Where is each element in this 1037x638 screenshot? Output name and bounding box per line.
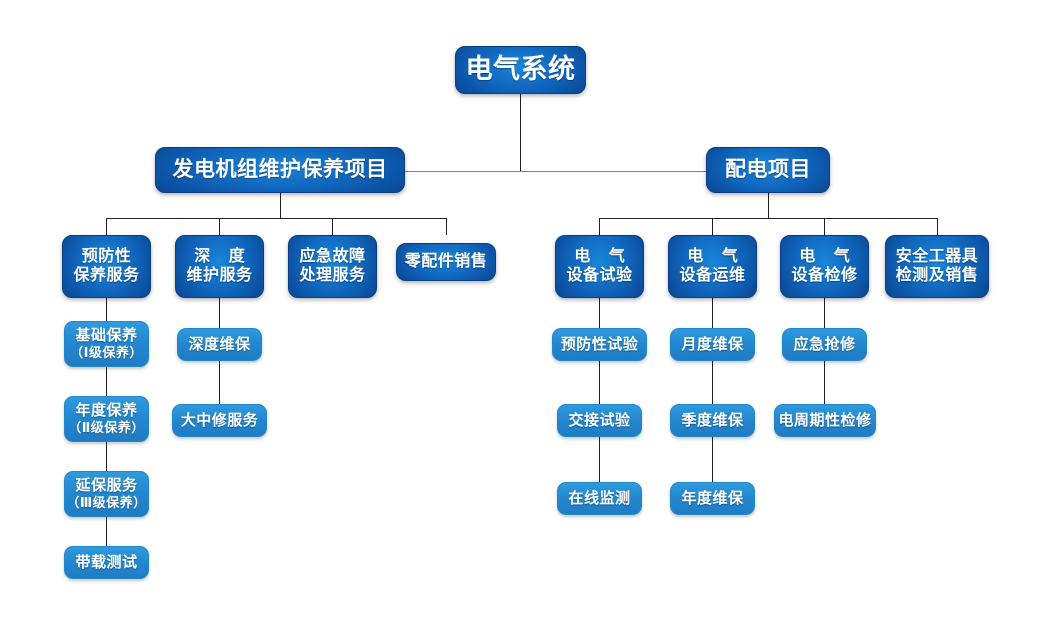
node-monthly-upkeep-line1: 月度维保: [681, 335, 744, 353]
node-branch-generator[interactable]: 发电机组维护保养项目: [155, 147, 405, 193]
node-equipment-overhaul-line2: 设备检修: [791, 266, 858, 284]
node-equipment-overhaul-line1: 电 气: [799, 247, 857, 265]
node-safety-tools[interactable]: 安全工器具 检测及销售: [885, 235, 989, 298]
connector-left-stem: [280, 193, 281, 218]
connector-right-drop-1: [599, 218, 600, 235]
node-deep-upkeep-line1: 深度维保: [188, 335, 251, 353]
node-parts-sales[interactable]: 零配件销售: [396, 243, 496, 281]
node-equipment-test-line2: 设备试验: [566, 266, 633, 284]
node-major-overhaul-service[interactable]: 大中修服务: [172, 404, 267, 437]
connector-left-drop-3: [332, 218, 333, 235]
connector-left-drop-1: [106, 218, 107, 235]
node-annual-care-line2: （Ⅱ级保养）: [68, 420, 145, 436]
node-preventive-care-line1: 预防性: [81, 247, 132, 265]
node-equipment-test-line1: 电 气: [574, 247, 632, 265]
node-basic-care[interactable]: 基础保养 （Ⅰ级保养）: [64, 321, 149, 367]
node-equipment-operation[interactable]: 电 气 设备运维: [668, 235, 757, 298]
node-emergency-fault-line2: 处理服务: [299, 266, 366, 284]
node-safety-tools-line2: 检测及销售: [895, 266, 979, 284]
node-annual-care[interactable]: 年度保养 （Ⅱ级保养）: [64, 396, 149, 442]
connector-left-bus: [106, 218, 446, 219]
node-preventive-test[interactable]: 预防性试验: [552, 328, 647, 361]
node-preventive-care[interactable]: 预防性 保养服务: [62, 235, 151, 298]
connector-chain-c6: [712, 298, 713, 482]
node-annual-care-line1: 年度保养: [75, 402, 138, 420]
node-deep-upkeep[interactable]: 深度维保: [177, 328, 262, 361]
connector-right-stem: [768, 193, 769, 218]
node-annual-upkeep-line1: 年度维保: [681, 489, 744, 507]
node-root[interactable]: 电气系统: [455, 46, 586, 94]
node-branch-generator-label: 发电机组维护保养项目: [172, 157, 388, 181]
node-online-monitoring-line1: 在线监测: [568, 489, 631, 507]
node-deep-maintenance-line1: 深 度: [194, 247, 252, 265]
connector-root-stem: [520, 93, 521, 171]
node-equipment-operation-line1: 电 气: [687, 247, 745, 265]
node-periodic-overhaul[interactable]: 电周期性检修: [774, 404, 876, 437]
node-branch-distribution[interactable]: 配电项目: [706, 147, 830, 193]
node-parts-sales-line1: 零配件销售: [404, 252, 488, 270]
node-safety-tools-line1: 安全工器具: [895, 247, 979, 265]
connector-right-drop-3: [824, 218, 825, 235]
node-handover-test[interactable]: 交接试验: [557, 404, 642, 437]
connector-right-drop-2: [712, 218, 713, 235]
node-basic-care-line1: 基础保养: [75, 327, 138, 345]
node-annual-upkeep[interactable]: 年度维保: [670, 482, 755, 515]
connector-chain-c5: [599, 298, 600, 482]
node-online-monitoring[interactable]: 在线监测: [557, 482, 642, 515]
node-preventive-test-line1: 预防性试验: [560, 335, 639, 353]
node-extended-warranty-line1: 延保服务: [75, 477, 138, 495]
node-deep-maintenance[interactable]: 深 度 维护服务: [175, 235, 264, 298]
node-equipment-test[interactable]: 电 气 设备试验: [555, 235, 644, 298]
node-equipment-overhaul[interactable]: 电 气 设备检修: [780, 235, 869, 298]
connector-left-drop-4: [446, 218, 447, 235]
node-deep-maintenance-line2: 维护服务: [186, 266, 253, 284]
node-emergency-repair-line1: 应急抢修: [793, 335, 856, 353]
node-quarterly-upkeep-line1: 季度维保: [681, 411, 744, 429]
node-emergency-fault[interactable]: 应急故障 处理服务: [288, 235, 377, 298]
node-equipment-operation-line2: 设备运维: [679, 266, 746, 284]
connector-left-drop-2: [219, 218, 220, 235]
connector-right-drop-4: [937, 218, 938, 235]
connector-right-bus: [599, 218, 937, 219]
node-quarterly-upkeep[interactable]: 季度维保: [670, 404, 755, 437]
node-emergency-repair[interactable]: 应急抢修: [782, 328, 867, 361]
node-major-overhaul-service-line1: 大中修服务: [180, 411, 259, 429]
node-root-label: 电气系统: [465, 54, 576, 85]
node-handover-test-line1: 交接试验: [568, 411, 631, 429]
node-monthly-upkeep[interactable]: 月度维保: [670, 328, 755, 361]
node-preventive-care-line2: 保养服务: [73, 266, 140, 284]
node-load-test[interactable]: 带载测试: [64, 546, 149, 579]
node-load-test-line1: 带载测试: [75, 553, 138, 571]
node-extended-warranty[interactable]: 延保服务 （Ⅲ级保养）: [64, 471, 149, 517]
node-basic-care-line2: （Ⅰ级保养）: [70, 345, 143, 361]
node-emergency-fault-line1: 应急故障: [299, 247, 366, 265]
connector-level2-bar: [280, 171, 730, 172]
node-extended-warranty-line2: （Ⅲ级保养）: [66, 495, 147, 511]
node-periodic-overhaul-line1: 电周期性检修: [778, 411, 872, 429]
node-branch-distribution-label: 配电项目: [725, 157, 811, 181]
